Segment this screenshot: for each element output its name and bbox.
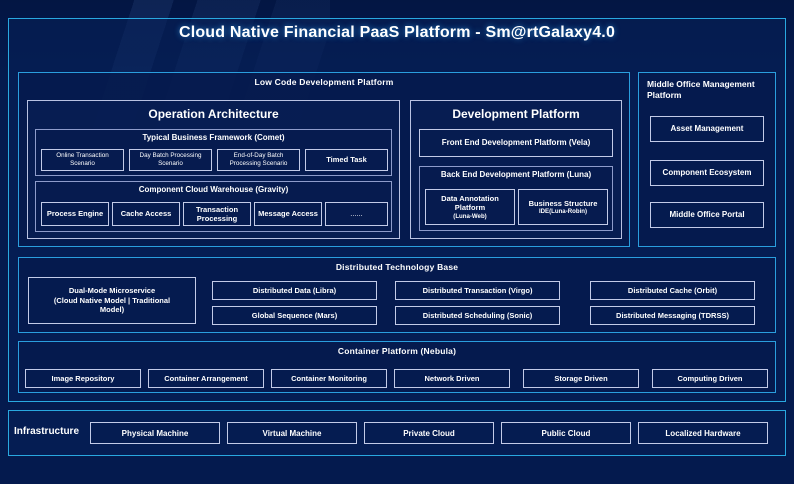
- chip-line-1: Dual-Mode Microservice: [68, 286, 156, 296]
- chip-sublabel: (Luna-Web): [453, 212, 487, 220]
- section-title-middle-office: Middle Office Management Platform: [647, 79, 755, 101]
- chip-business-structure-ide[interactable]: Business Structure IDE(Luna-Robin): [518, 189, 608, 225]
- chip-cache-access[interactable]: Cache Access: [112, 202, 180, 226]
- chip-process-engine[interactable]: Process Engine: [41, 202, 109, 226]
- chip-container-arrangement[interactable]: Container Arrangement: [148, 369, 264, 388]
- chip-computing-driven[interactable]: Computing Driven: [652, 369, 768, 388]
- chip-physical-machine[interactable]: Physical Machine: [90, 422, 220, 444]
- chip-day-batch-processing-scenario[interactable]: Day Batch Processing Scenario: [129, 149, 212, 171]
- chip-dual-mode-microservice[interactable]: Dual-Mode Microservice (Cloud Native Mod…: [28, 277, 196, 324]
- chip-distributed-data[interactable]: Distributed Data (Libra): [212, 281, 377, 300]
- chip-container-monitoring[interactable]: Container Monitoring: [271, 369, 387, 388]
- chip-distributed-cache[interactable]: Distributed Cache (Orbit): [590, 281, 755, 300]
- subpanel-title-back-end: Back End Development Platform (Luna): [440, 170, 592, 179]
- chip-storage-driven[interactable]: Storage Driven: [523, 369, 639, 388]
- chip-transaction-processing[interactable]: Transaction Processing: [183, 202, 251, 226]
- chip-component-ecosystem[interactable]: Component Ecosystem: [650, 160, 764, 186]
- chip-distributed-scheduling[interactable]: Distributed Scheduling (Sonic): [395, 306, 560, 325]
- chip-label: Data Annotation Platform: [441, 193, 499, 213]
- panel-title-development-platform: Development Platform: [452, 107, 580, 121]
- chip-timed-task[interactable]: Timed Task: [305, 149, 388, 171]
- section-title-low-code: Low Code Development Platform: [254, 77, 394, 87]
- chip-front-end-development-platform[interactable]: Front End Development Platform (Vela): [419, 129, 613, 157]
- chip-line-3: Model): [99, 305, 125, 315]
- chip-distributed-messaging[interactable]: Distributed Messaging (TDRSS): [590, 306, 755, 325]
- chip-virtual-machine[interactable]: Virtual Machine: [227, 422, 357, 444]
- subpanel-title-business-framework: Typical Business Framework (Comet): [142, 133, 285, 142]
- chip-localized-hardware[interactable]: Localized Hardware: [638, 422, 768, 444]
- chip-distributed-transaction[interactable]: Distributed Transaction (Virgo): [395, 281, 560, 300]
- chip-label: Business Structure: [528, 198, 598, 208]
- chip-image-repository[interactable]: Image Repository: [25, 369, 141, 388]
- panel-title-operation-architecture: Operation Architecture: [148, 107, 279, 121]
- subpanel-title-component-cloud-warehouse: Component Cloud Warehouse (Gravity): [138, 185, 289, 194]
- chip-sublabel: IDE(Luna-Robin): [538, 207, 588, 215]
- infrastructure-label: Infrastructure: [14, 426, 80, 437]
- chip-more-ellipsis[interactable]: ......: [325, 202, 388, 226]
- chip-middle-office-portal[interactable]: Middle Office Portal: [650, 202, 764, 228]
- section-title-distributed-base: Distributed Technology Base: [335, 262, 459, 272]
- chip-global-sequence[interactable]: Global Sequence (Mars): [212, 306, 377, 325]
- chip-end-of-day-batch-processing-scenario[interactable]: End-of-Day Batch Processing Scenario: [217, 149, 300, 171]
- chip-message-access[interactable]: Message Access: [254, 202, 322, 226]
- chip-line-2: (Cloud Native Model | Traditional: [53, 295, 171, 305]
- section-title-container-platform: Container Platform (Nebula): [337, 346, 457, 356]
- chip-public-cloud[interactable]: Public Cloud: [501, 422, 631, 444]
- chip-asset-management[interactable]: Asset Management: [650, 116, 764, 142]
- chip-network-driven[interactable]: Network Driven: [394, 369, 510, 388]
- chip-online-transaction-scenario[interactable]: Online Transaction Scenario: [41, 149, 124, 171]
- page-title: Cloud Native Financial PaaS Platform - S…: [178, 24, 616, 41]
- chip-private-cloud[interactable]: Private Cloud: [364, 422, 494, 444]
- chip-data-annotation-platform[interactable]: Data Annotation Platform (Luna-Web): [425, 189, 515, 225]
